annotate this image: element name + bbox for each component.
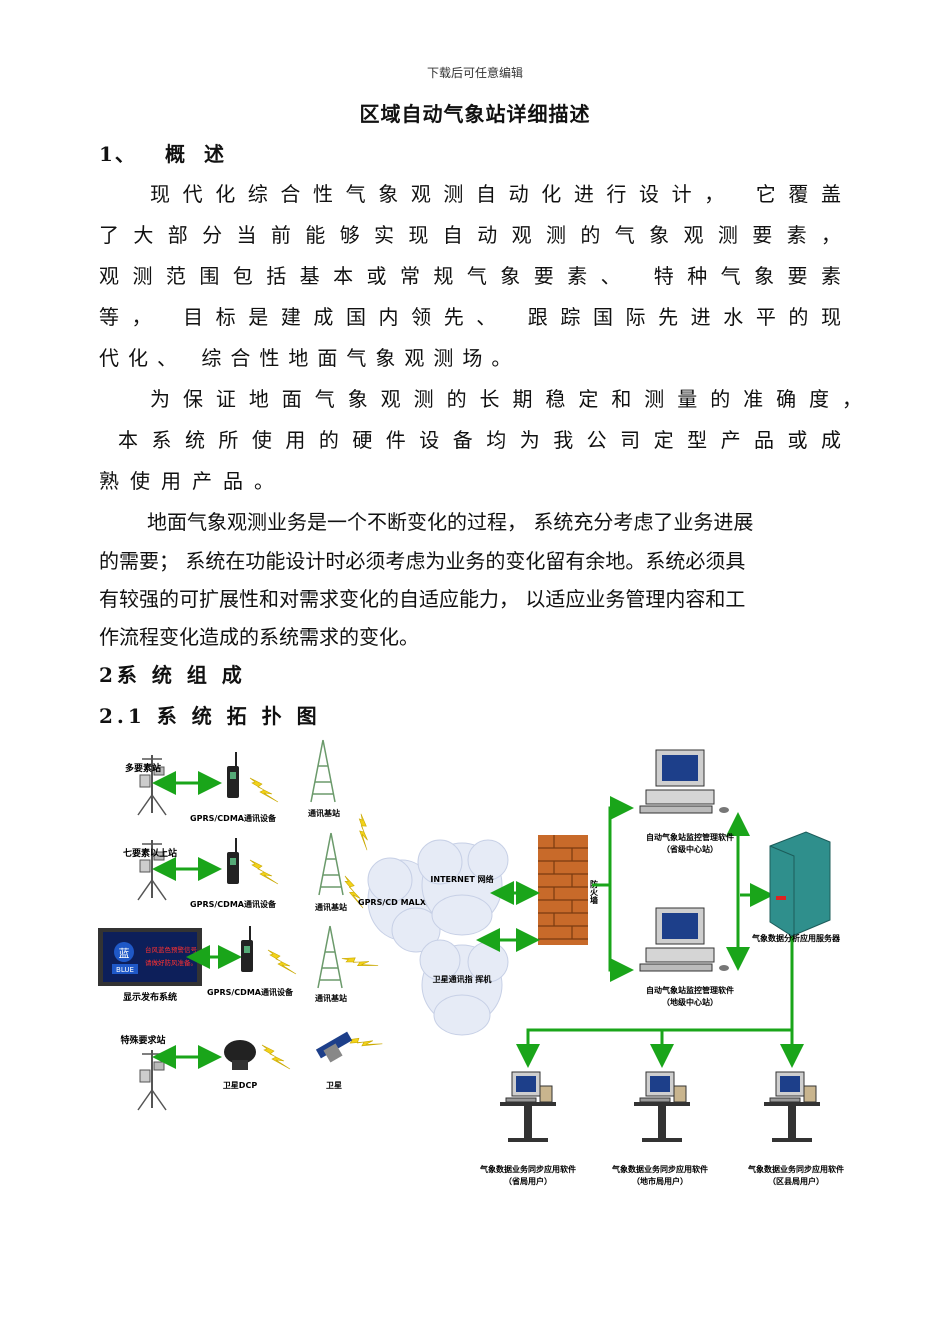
document-title: 区域自动气象站详细描述 xyxy=(359,102,591,126)
label-monitor-city-sub: （地级中心站） xyxy=(662,997,718,1007)
label-internet: INTERNET 网络 xyxy=(430,874,493,884)
label-display-system: 显示发布系统 xyxy=(123,991,177,1003)
arrow-to-prov-user xyxy=(516,935,794,1068)
label-base-station-2: 通讯基站 xyxy=(315,902,347,912)
workstation-icon-city xyxy=(633,1071,691,1143)
server-icon xyxy=(769,831,831,937)
workstation-icon-county xyxy=(763,1071,821,1143)
bolt-icon-5 xyxy=(345,1023,383,1061)
arrow-firewall-prov xyxy=(592,796,634,887)
pc-icon-city xyxy=(639,907,730,972)
blue-word: BLUE xyxy=(116,966,134,974)
para1-line4: 等， 目标是建成国内领先、 跟踪国际先进水平的现 xyxy=(99,305,841,329)
cloud-sat-command xyxy=(419,939,509,1036)
satellite-icon xyxy=(315,1031,353,1063)
section-2-1-heading: 2.1 系 统 拓 扑 图 xyxy=(99,704,321,728)
radio-icon-1 xyxy=(226,751,240,799)
blue-char: 蓝 xyxy=(119,947,130,960)
para1-line1: 现代化综合性气象观测自动化进行设计， 它覆盖 xyxy=(150,182,841,206)
section-1-number: 1、 xyxy=(99,142,137,166)
special-station-icon xyxy=(137,1049,167,1111)
label-gprs-device-3: GPRS/CDMA通讯设备 xyxy=(207,987,294,997)
label-sync-city: 气象数据业务同步应用软件 xyxy=(611,1164,708,1174)
led-line1: 台风蓝色预警信号, xyxy=(145,945,199,954)
label-sat-dcp: 卫星DCP xyxy=(223,1080,258,1090)
label-station-multi: 多要素站 xyxy=(125,762,161,774)
bolt-icon-3 xyxy=(267,949,297,975)
para1-line3: 观测范围包括基本或常规气象要素、 特种气象要素 xyxy=(99,264,841,288)
label-user-county: （区县局用户） xyxy=(768,1176,824,1186)
cloud-internet xyxy=(417,839,509,936)
dcp-device xyxy=(224,1040,256,1070)
para3-line2: 的需要； 系统在功能设计时必须考虑为业务的变化留有余地。系统必须具 xyxy=(99,549,746,573)
label-user-prov: （省局用户） xyxy=(504,1176,552,1186)
label-monitor-prov-sub: （省级中心站） xyxy=(662,844,718,854)
para3-line1: 地面气象观测业务是一个不断变化的过程， 系统充分考虑了业务进展 xyxy=(147,510,754,534)
cloud-gprs xyxy=(367,857,441,953)
bolt-icon-4 xyxy=(261,1044,291,1070)
label-gprs-device-2: GPRS/CDMA通讯设备 xyxy=(190,899,277,909)
label-special-station: 特殊要求站 xyxy=(120,1034,165,1046)
section-2-heading: 2系 统 组 成 xyxy=(99,663,246,687)
label-firewall: 防火墙 xyxy=(589,879,599,905)
tower-icon-1 xyxy=(310,739,336,803)
bolt-icon-1 xyxy=(249,777,279,803)
firewall-icon xyxy=(538,835,588,945)
topology-diagram: 多要素站 七要素以上站 特殊要求站 蓝 BLUE 台风蓝色预警信号, 请做好防风… xyxy=(98,739,844,1186)
label-sync-county: 气象数据业务同步应用软件 xyxy=(747,1164,844,1174)
pc-icon-prov xyxy=(639,749,730,814)
workstation-icon-prov xyxy=(499,1071,557,1143)
label-base-station-3: 通讯基站 xyxy=(315,993,347,1003)
para2-line2: 本系统所使用的硬件设备均为我公司定型产品或成 xyxy=(118,428,841,452)
led-line2: 请做好防风准备。 xyxy=(145,958,197,967)
para3-line4: 作流程变化造成的系统需求的变化。 xyxy=(99,625,419,649)
arrow-firewall-city xyxy=(608,885,634,982)
label-sat-command: 卫星通讯指 挥机 xyxy=(433,974,492,984)
para2-line1: 为保证地面气象观测的长期稳定和测量的准确度， xyxy=(150,387,862,411)
para3-line3: 有较强的可扩展性和对需求变化的自适应能力， 以适应业务管理内容和工 xyxy=(99,587,746,611)
label-base-station-1: 通讯基站 xyxy=(308,808,340,818)
radio-icon-3 xyxy=(240,925,254,973)
section-1-heading: 概 述 xyxy=(165,142,230,166)
tower-icon-2 xyxy=(318,832,344,896)
bolt-icon-2 xyxy=(249,859,279,885)
label-gprs-device-1: GPRS/CDMA通讯设备 xyxy=(190,813,277,823)
label-satellite: 卫星 xyxy=(326,1080,342,1090)
radio-icon-2 xyxy=(226,837,240,885)
para1-line2: 了大部分当前能够实现自动观测的气象观测要素， xyxy=(99,223,841,247)
label-station-seven: 七要素以上站 xyxy=(123,847,177,859)
label-user-city: （地市局用户） xyxy=(632,1176,688,1186)
watermark: 下载后可任意编辑 xyxy=(426,66,523,80)
label-monitor-prov: 自动气象站监控管理软件 xyxy=(646,832,734,842)
display-system-board: 蓝 BLUE 台风蓝色预警信号, 请做好防风准备。 xyxy=(98,928,202,986)
label-gprs-network: GPRS/CD MALX网络 xyxy=(358,897,442,907)
tower-icon-3 xyxy=(317,925,343,989)
label-monitor-city: 自动气象站监控管理软件 xyxy=(646,985,734,995)
bolt-icon-8 xyxy=(341,944,379,980)
label-sync-prov: 气象数据业务同步应用软件 xyxy=(479,1164,576,1174)
para2-line3: 熟使用产品。 xyxy=(99,469,285,493)
para1-line5: 代化、 综合性地面气象观测场。 xyxy=(99,346,521,370)
label-server: 气象数据分析应用服务器 xyxy=(751,933,841,943)
bolt-icon-6 xyxy=(345,813,383,851)
